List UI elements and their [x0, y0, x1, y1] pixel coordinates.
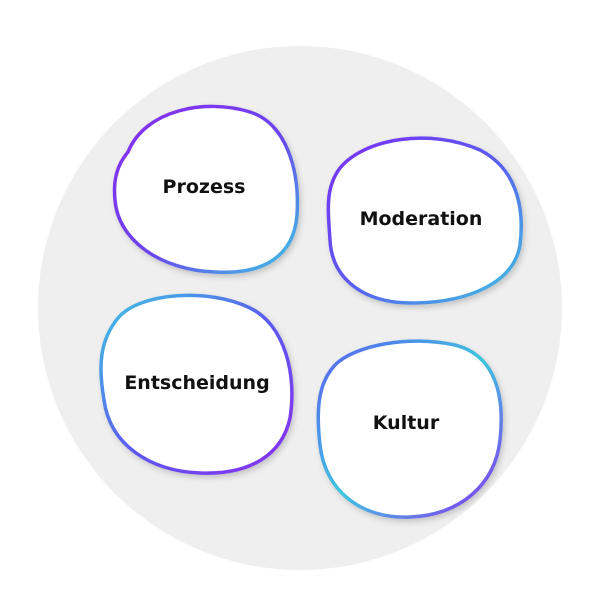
background-circle — [38, 46, 562, 570]
node-moderation: Moderation — [326, 136, 523, 305]
label-moderation: Moderation — [360, 208, 483, 230]
blob-moderation — [326, 136, 523, 305]
node-prozess: Prozess — [112, 104, 300, 275]
blob-entscheidung — [99, 293, 294, 475]
label-entscheidung: Entscheidung — [124, 372, 269, 394]
node-entscheidung: Entscheidung — [99, 293, 294, 475]
node-kultur: Kultur — [316, 339, 503, 519]
label-kultur: Kultur — [373, 412, 440, 434]
label-prozess: Prozess — [163, 176, 246, 198]
blob-prozess — [112, 104, 300, 275]
blob-kultur — [316, 339, 503, 519]
